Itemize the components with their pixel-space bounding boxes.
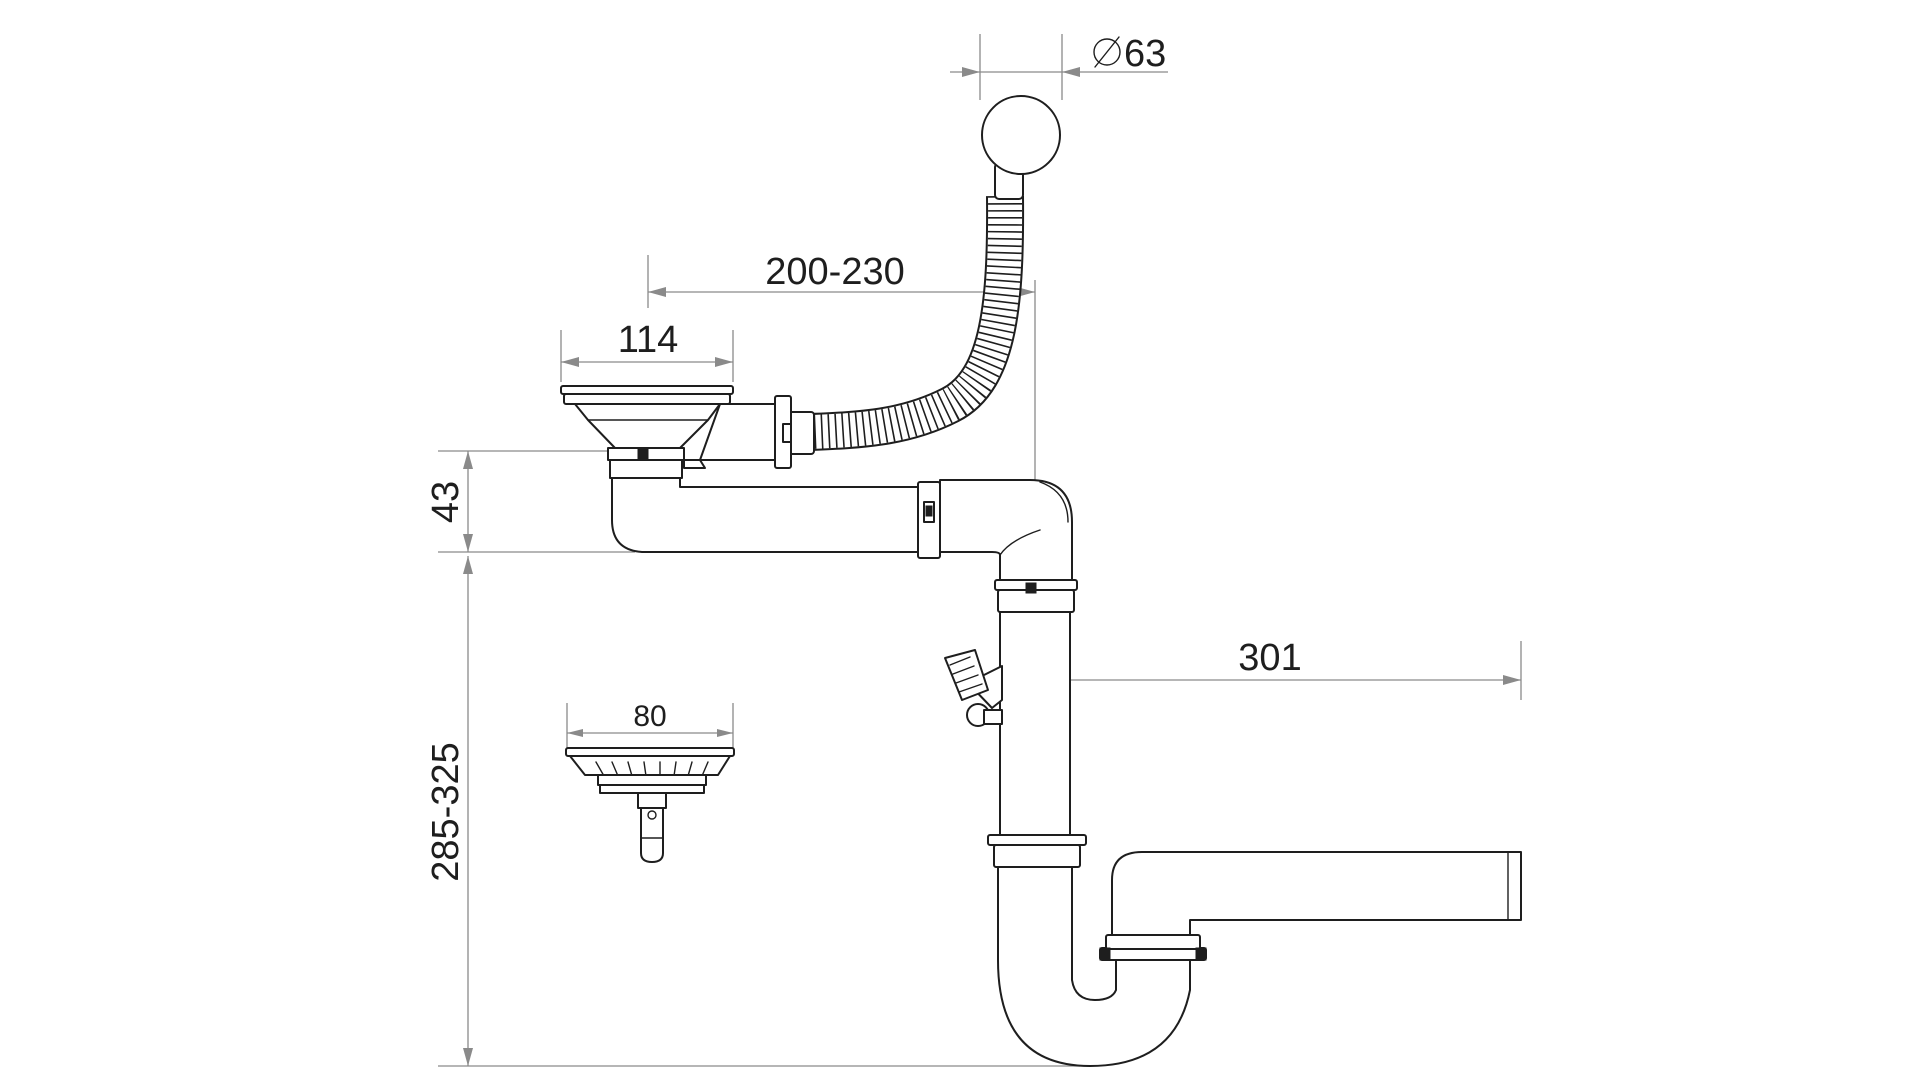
side-nozzle xyxy=(944,649,1003,727)
basket-cone xyxy=(574,403,721,449)
dim-outlet-height: 43 xyxy=(425,450,635,553)
connector-pipe xyxy=(611,477,1073,583)
horizontal-connector xyxy=(611,477,921,553)
dim-hose-length: 200-230 xyxy=(647,251,1036,485)
dim-ball-diameter: 63 xyxy=(950,33,1168,100)
dim-label-trap-height: 285-325 xyxy=(425,742,467,881)
dim-trap-height: 285-325 xyxy=(425,556,1080,1067)
vertical-pipe-assembly xyxy=(944,579,1087,868)
dim-strainer-width: 80 xyxy=(566,700,734,748)
dim-outlet-length: 301 xyxy=(1037,637,1522,710)
vertical-pipe xyxy=(999,611,1071,838)
strainer-basket xyxy=(565,747,735,863)
dim-label-hose-length: 200-230 xyxy=(765,251,904,293)
elbow xyxy=(939,479,1073,583)
dimension-lines: 63 200-230 114 43 xyxy=(425,33,1522,1067)
dim-label-ball-diameter: 63 xyxy=(1124,33,1166,75)
diameter-symbol-icon xyxy=(1093,36,1121,68)
sink-basket xyxy=(560,385,776,479)
dim-bowl-width: 114 xyxy=(560,319,734,382)
dim-label-outlet-length: 301 xyxy=(1238,637,1301,679)
dim-label-outlet-height: 43 xyxy=(425,481,467,523)
u-trap xyxy=(997,851,1522,1067)
dim-label-bowl-width: 114 xyxy=(618,319,679,361)
overflow-ball xyxy=(981,95,1061,175)
overflow-assembly xyxy=(774,95,1061,469)
dim-label-strainer-width: 80 xyxy=(633,700,666,733)
